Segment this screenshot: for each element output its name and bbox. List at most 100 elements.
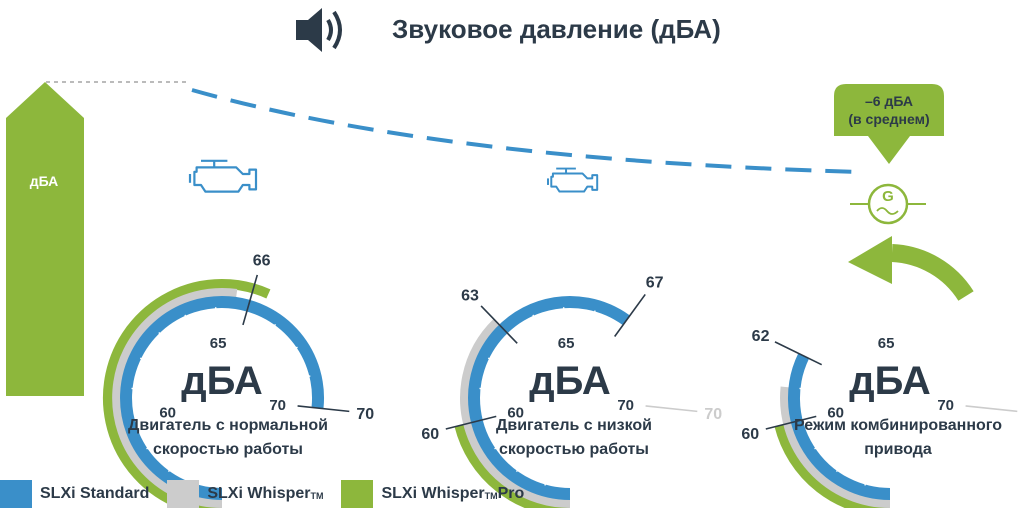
legend-label-standard: SLXi Standard [40, 485, 150, 502]
dial-tick [799, 387, 818, 392]
dial-tick [562, 307, 566, 326]
average-badge-line2: (в среднем) [848, 111, 929, 127]
dial-tick [960, 375, 979, 382]
caption-normal: Двигатель с нормальной скоростью работы [98, 414, 358, 462]
dial-tick [184, 314, 193, 332]
generator-icon: G [850, 183, 926, 225]
callout-line [480, 305, 518, 344]
dial-tick-label: 70 [937, 397, 954, 414]
speaker-icon [296, 8, 342, 52]
dial-tick [955, 429, 973, 439]
dial-tick [940, 450, 954, 464]
dial-tick [826, 332, 840, 346]
dial-tick [532, 314, 541, 332]
legend-label-whisper: SLXi Whisper [207, 485, 311, 502]
callout-line [445, 415, 497, 430]
arc-whisper-pro [102, 279, 271, 508]
legend-swatch-whisper [167, 480, 200, 508]
caption-combined: Режим комбинированного привода [768, 414, 1024, 462]
dial-tick-label: 60 [159, 405, 176, 422]
arc-standard [788, 353, 891, 500]
legend-suffix-whisper-pro: Pro [497, 485, 525, 502]
callout-label: 70 [356, 406, 374, 423]
dial-tick [852, 314, 861, 332]
arc-whisper-pro [774, 424, 891, 508]
legend-tm-whisper-pro: TM [484, 491, 498, 501]
dial-tick [282, 346, 298, 358]
legend-swatch-whisper-pro [341, 480, 374, 508]
dial-tick [589, 310, 596, 329]
dial-tick [635, 429, 653, 439]
dial-tick [932, 323, 945, 340]
gauge-center-label: дБА [181, 359, 263, 403]
callout-label: 63 [461, 287, 479, 304]
callout-line [765, 415, 817, 430]
dial-tick [494, 438, 510, 450]
dial-tick [133, 414, 152, 421]
callout-line [242, 274, 259, 326]
arc-whisper-pro [454, 424, 571, 508]
callout-line [965, 405, 1018, 413]
callout-label: 67 [646, 275, 664, 292]
dial-tick [158, 332, 172, 346]
callout-line [614, 293, 646, 337]
dial-tick [950, 346, 966, 358]
dial-tick [264, 323, 277, 340]
callout-label: 66 [253, 253, 271, 270]
legend-label-whisper-pro: SLXi Whisper [381, 485, 485, 502]
arc-standard [468, 296, 630, 500]
caption-low: Двигатель с низкой скоростью работы [444, 414, 704, 462]
engine-icon-small [547, 167, 599, 193]
dial-tick [640, 375, 659, 382]
dial-tick [544, 467, 551, 486]
callout-line [645, 405, 698, 413]
gauge-center-label: дБА [849, 359, 931, 403]
dial-tick [909, 310, 916, 329]
callout-line [297, 405, 350, 413]
gauge-combined: 606570дБА606270 [741, 307, 1018, 508]
callout-label: 70 [704, 406, 722, 423]
cycle-arrow-icon [848, 236, 974, 302]
arc-whisper [460, 318, 571, 508]
dial-tick [630, 346, 646, 358]
dial-tick [214, 307, 218, 326]
dial-tick-label: 60 [507, 405, 524, 422]
dial-tick [479, 387, 498, 392]
dial-tick [814, 438, 830, 450]
caption-low-line2: скоростью работы [499, 441, 649, 458]
dial-tick [864, 467, 871, 486]
dial-tick [882, 307, 886, 326]
arc-whisper [780, 386, 891, 508]
dial-tick [292, 375, 311, 382]
legend-tm-whisper: TM [310, 491, 324, 501]
callout-line [774, 341, 823, 366]
dial-tick-label: 70 [617, 397, 634, 414]
dial-tick [167, 456, 180, 473]
dial-tick [139, 357, 157, 367]
callout-label: 60 [421, 426, 439, 443]
dial-tick [620, 450, 634, 464]
legend-swatch-standard [0, 480, 32, 508]
gauge-center-label: дБА [529, 359, 611, 403]
dial-tick [515, 456, 528, 473]
caption-normal-line2: скоростью работы [153, 441, 303, 458]
dial-tick-label: 60 [827, 405, 844, 422]
callout-label: 60 [741, 426, 759, 443]
dial-tick [919, 464, 928, 482]
average-badge: –6 дБА (в среднем) [834, 84, 944, 164]
generator-letter: G [882, 188, 894, 205]
dial-tick [835, 456, 848, 473]
dial-tick [131, 387, 150, 392]
side-arrow-label: дБА [30, 173, 59, 189]
dial-tick [599, 464, 608, 482]
dial-tick [487, 357, 505, 367]
caption-combined-line1: Режим комбинированного [793, 417, 1003, 434]
dial-tick [287, 429, 305, 439]
dial-tick [251, 464, 260, 482]
dial-tick [146, 438, 162, 450]
caption-normal-line1: Двигатель с нормальной [128, 417, 328, 434]
